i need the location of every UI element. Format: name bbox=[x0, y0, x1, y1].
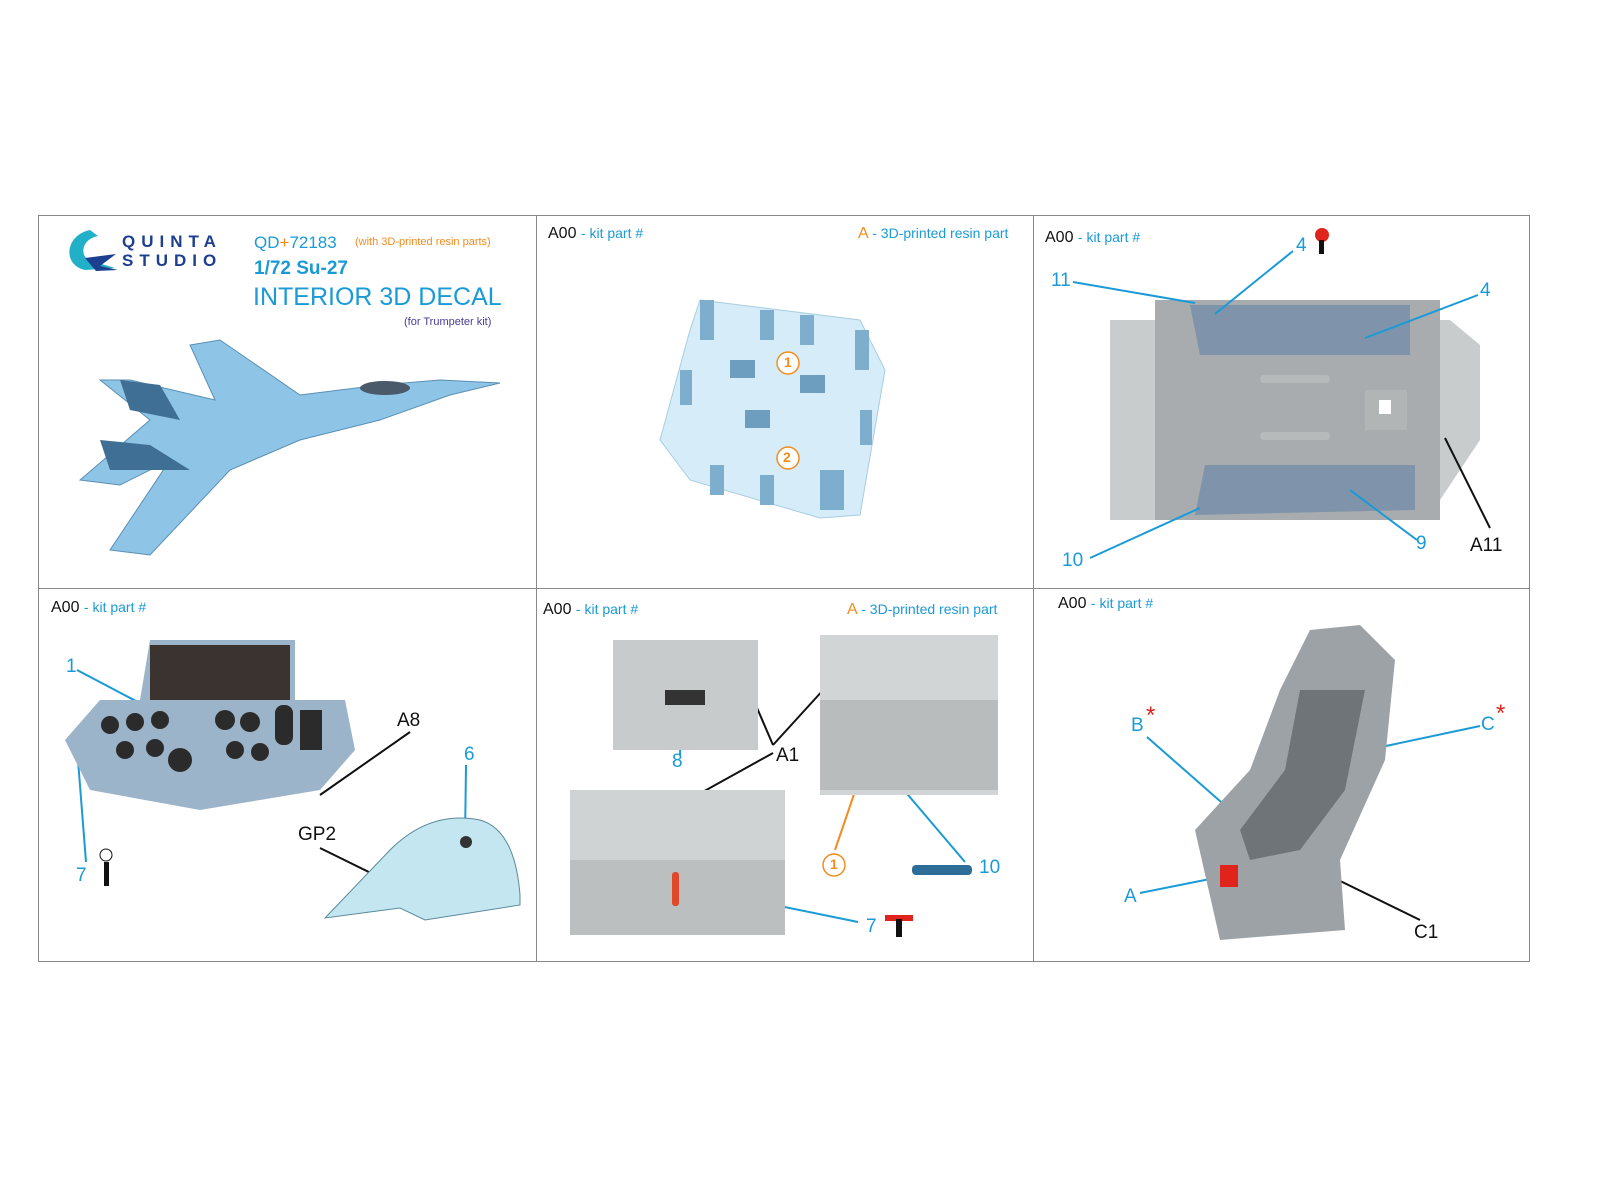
callout-a8: A8 bbox=[397, 710, 421, 731]
callout-8: 8 bbox=[672, 751, 683, 772]
callout-10: 10 bbox=[1062, 550, 1084, 571]
red-t-handle-icon bbox=[885, 915, 913, 937]
resin-text: - 3D-printed resin part bbox=[872, 225, 1009, 241]
code-number: 72183 bbox=[289, 233, 337, 252]
callout-4: 4 bbox=[1296, 235, 1307, 256]
kit-code: A00 bbox=[51, 599, 80, 616]
kit-part-legend: A00 - kit part # bbox=[543, 601, 638, 619]
resin-text: - 3D-printed resin part bbox=[861, 601, 998, 617]
callout-b: B bbox=[1131, 715, 1144, 736]
scale-model: 1/72 Su-27 bbox=[254, 258, 348, 279]
resin-code: A bbox=[858, 225, 868, 242]
logo-line1: QUINTA bbox=[122, 232, 222, 251]
callout-7: 7 bbox=[866, 916, 877, 937]
kit-text: - kit part # bbox=[83, 599, 147, 615]
kit-part-legend: A00 - kit part # bbox=[548, 225, 643, 243]
code-prefix: QD bbox=[254, 233, 280, 252]
resin-callout-1: 1 bbox=[830, 856, 838, 872]
resin-part-legend: A - 3D-printed resin part bbox=[858, 225, 1008, 243]
resin-part-10-icon bbox=[912, 865, 972, 875]
kit-code: A00 bbox=[548, 225, 577, 242]
resin-note: (with 3D-printed resin parts) bbox=[355, 236, 491, 248]
kit-text: - kit part # bbox=[1077, 229, 1141, 245]
kit-text: - kit part # bbox=[575, 601, 639, 617]
kit-part-legend: A00 - kit part # bbox=[1058, 595, 1153, 613]
asterisk-mark: * bbox=[1496, 700, 1506, 727]
kit-part-legend: A00 - kit part # bbox=[1045, 229, 1140, 247]
canopy-part-image bbox=[323, 817, 521, 921]
callout-10: 10 bbox=[979, 857, 1001, 878]
kit-code: A00 bbox=[1058, 595, 1087, 612]
kit-code: A00 bbox=[1045, 229, 1074, 246]
resin-part-legend: A - 3D-printed resin part bbox=[847, 601, 997, 619]
code-plus: + bbox=[279, 233, 290, 252]
callout-9: 9 bbox=[1416, 533, 1427, 554]
kit-code: A00 bbox=[543, 601, 572, 618]
resin-callout-2: 2 bbox=[783, 449, 791, 465]
asterisk-mark: * bbox=[1146, 702, 1156, 729]
kit-text: - kit part # bbox=[580, 225, 644, 241]
callout-c1: C1 bbox=[1414, 922, 1439, 943]
cockpit-tub-image bbox=[1110, 300, 1480, 520]
resin-callout-1: 1 bbox=[784, 354, 792, 370]
divider bbox=[38, 588, 1530, 589]
ejection-seat-image bbox=[1195, 625, 1395, 940]
callout-1: 1 bbox=[66, 656, 77, 677]
callout-a11: A11 bbox=[1470, 535, 1503, 556]
kit-note: (for Trumpeter kit) bbox=[404, 316, 492, 328]
callout-c: C bbox=[1481, 714, 1495, 735]
lever-icon bbox=[99, 848, 113, 886]
resin-code: A bbox=[847, 601, 857, 618]
resin-parts-sprue-image bbox=[659, 299, 886, 519]
callout-4: 4 bbox=[1480, 280, 1491, 301]
quinta-logo-icon bbox=[69, 230, 118, 271]
part-closeup-images bbox=[570, 635, 998, 935]
callout-a1: A1 bbox=[776, 745, 800, 766]
callout-6: 6 bbox=[464, 744, 475, 765]
callout-7: 7 bbox=[76, 865, 87, 886]
callout-a: A bbox=[1124, 886, 1137, 907]
kit-text: - kit part # bbox=[1090, 595, 1154, 611]
instrument-panel-image bbox=[65, 640, 355, 810]
kit-part-legend: A00 - kit part # bbox=[51, 599, 146, 617]
product-code: QD+72183 bbox=[254, 233, 337, 253]
product-title: INTERIOR 3D DECAL bbox=[253, 283, 502, 311]
su27-aircraft-image bbox=[78, 339, 501, 556]
logo-line2: STUDIO bbox=[122, 251, 223, 270]
red-lever-icon bbox=[1315, 228, 1329, 254]
callout-gp2: GP2 bbox=[298, 824, 337, 845]
callout-11: 11 bbox=[1051, 270, 1071, 291]
